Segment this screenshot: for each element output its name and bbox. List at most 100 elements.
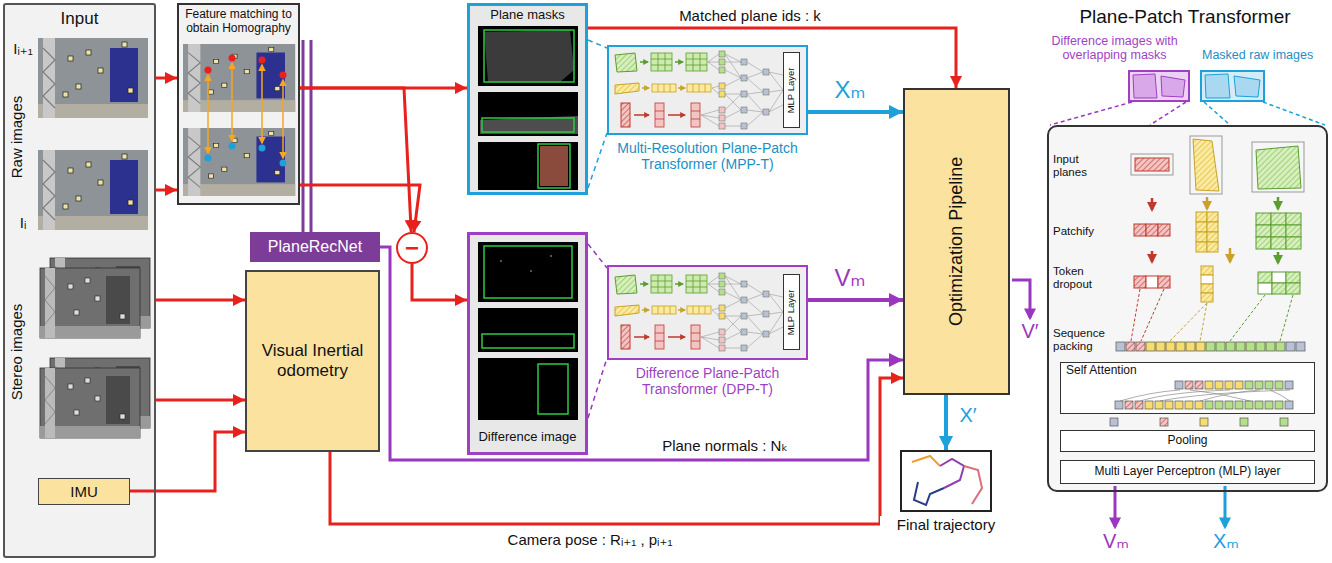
plane-patch-illustration [1155,401,1163,409]
dashed-link [588,133,607,188]
transformer-mini-diagram [615,273,783,351]
plane-patch-illustration [1156,342,1165,351]
feature-matching-illustration [205,67,212,74]
node-text: Input [5,9,154,29]
plane-patch-illustration [1215,401,1223,409]
difference-images [478,308,578,352]
plane-patch-illustration [1277,252,1280,263]
node-text: Multi-Resolution Plane-Patch Transformer… [603,140,812,172]
transformer-box: Multi-Resolution Plane-Patch Transformer… [607,45,808,135]
image-panel: Difference image [467,232,588,455]
trajectory-plot [914,482,944,505]
trajectory-plot [940,459,964,488]
plane-patch-illustration [1131,154,1173,175]
plane-patch-illustration [1256,213,1301,249]
feature-matching-illustration [205,55,287,79]
plane-patch-illustration [1235,401,1243,409]
connector-arrow [330,378,903,524]
node-text: Plane masks [470,8,585,23]
plane-patch-illustration [1207,222,1218,232]
plane-patch-illustration [1271,213,1286,225]
plane-mask-images [480,116,578,134]
thumbnail-shapes [1205,74,1230,98]
output-arrows [1114,486,1117,527]
plane-patch-illustration [1296,342,1305,351]
plane-patch-illustration [1175,401,1183,409]
plane-patch-illustration [1201,266,1213,275]
network-label: PlaneRecNet [250,232,380,262]
plane-patch-illustration [1230,295,1293,341]
plane-patch-illustration [1285,381,1293,389]
difference-images [478,242,578,420]
difference-images [530,270,532,272]
panel-title: Plane-Patch Transformer [1040,6,1330,28]
difference-images [478,358,578,420]
node-text: IMU [70,483,98,500]
difference-images [482,334,574,348]
thumbnail-shapes [1234,76,1260,97]
plane-patch-illustration [1255,401,1263,409]
plane-patch-illustration [1158,276,1170,288]
thumbnail-shapes [1133,74,1157,98]
plane-patch-illustration [1175,381,1183,389]
edge-label: X′ [953,404,983,427]
plane-patch-illustration [1272,283,1286,294]
edge-label: Plane normals : Nₖ [600,437,850,454]
connector-arrow [300,185,420,232]
plane-patch-illustration [1207,242,1218,252]
connector-arrow [380,247,903,460]
difference-images [500,260,502,262]
plane-patch-illustration [1280,418,1288,426]
plane-patch-illustration [1134,276,1146,288]
plane-patch-illustration [1146,224,1158,236]
plane-patch-illustration [1110,418,1118,426]
plane-patch-illustration [1193,139,1219,191]
node-text: Patchify [1053,225,1113,238]
plane-mask-images [478,26,578,86]
plane-patch-illustration [1201,266,1213,302]
node-text: MLP Layer [786,289,797,335]
panel-fills [467,3,588,195]
plane-patch-illustration [1235,381,1243,389]
dashed-link [1263,102,1325,125]
plane-patch-illustration [1236,342,1245,351]
plane-patch-illustration [1265,401,1273,409]
connector-arrow [588,28,956,88]
plane-patch-illustration [1246,342,1255,351]
edge-label: Camera pose : Rᵢ₊₁ , pᵢ₊₁ [430,531,750,548]
feature-matching-illustration [229,143,236,150]
thumbnail-shapes [1161,76,1185,97]
difference-images [478,242,578,302]
feature-matching-illustration [280,72,287,79]
plane-patch-illustration [1258,272,1272,283]
plane-patch-illustration [1116,342,1125,351]
plane-patch-illustration [1196,212,1218,252]
plane-patch-illustration [1271,225,1286,237]
raw-image-thumbnails [38,150,148,230]
plane-patch-illustration [1271,237,1286,249]
output-arrows [1012,280,1030,318]
node-text: Feature matching to obtain Homography [180,8,297,36]
plane-patch-illustration [1256,225,1271,237]
plane-patch-illustration [1276,342,1285,351]
image-index: Iᵢ₊₁ [7,40,39,57]
node-text: Difference image [470,430,585,445]
node-text: Visual Inertial odometry [260,341,365,380]
connector-arrow [156,299,245,302]
dashed-link [1150,102,1186,125]
node-text: Token dropout [1053,265,1113,291]
node-text: MLP Layer [786,67,797,113]
feature-matching-illustration [183,128,295,196]
plane-patch-illustration [1120,390,1290,401]
plane-patch-illustration [1136,342,1145,351]
plane-patch-illustration [1185,401,1193,409]
plane-patch-illustration [1245,381,1253,389]
feature-matching-illustration [231,63,233,141]
difference-images [538,364,568,414]
edge-label: Vₘ [828,264,872,292]
plane-patch-illustration [1216,342,1225,351]
optimization-box: Optimization Pipeline [903,88,1010,395]
plane-patch-illustration [1176,342,1185,351]
plane-patch-illustration [1160,418,1168,426]
node-text: Optimization Pipeline [946,157,967,326]
